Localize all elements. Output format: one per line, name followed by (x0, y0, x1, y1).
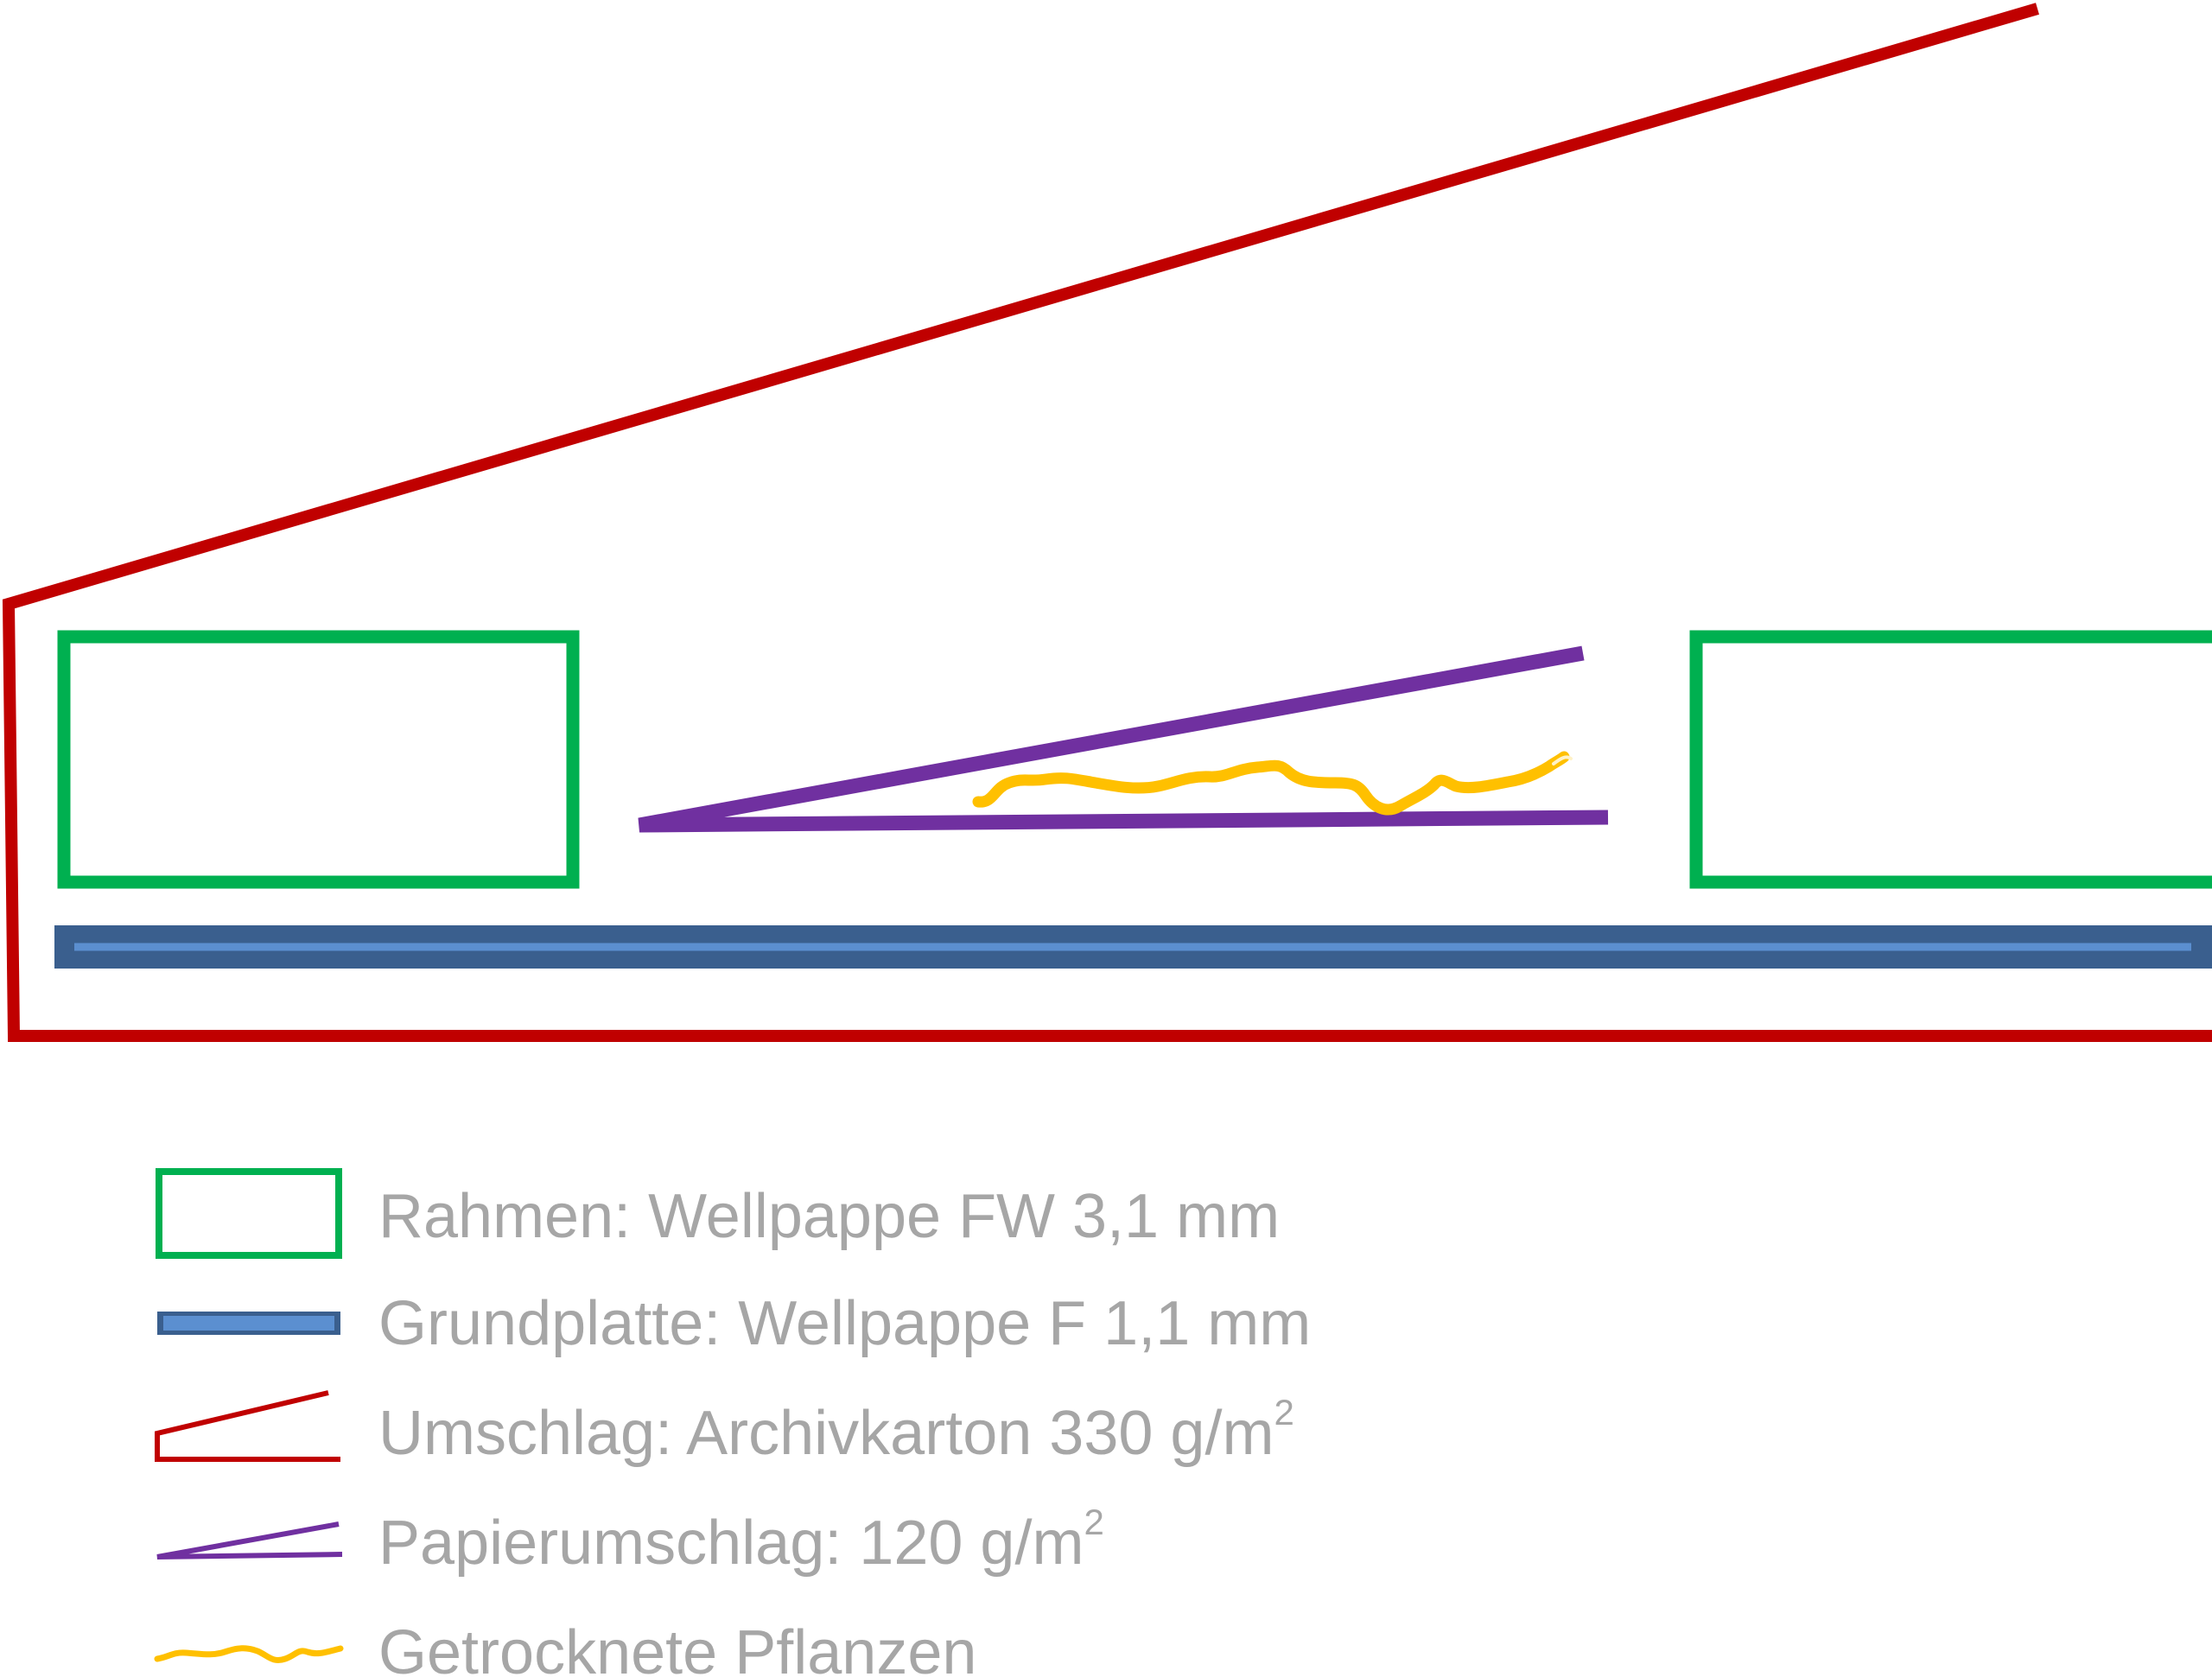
legend-item-paper-cover: Papierumschlag: 120 g/m2 (156, 1502, 1104, 1578)
cross-section (2, 3, 2212, 1042)
legend-item-frame: Rahmen: Wellpappe FW 3,1 mm (156, 1168, 1280, 1259)
legend: Rahmen: Wellpappe FW 3,1 mm Grundplatte:… (154, 1168, 1311, 1677)
legend-item-base: Grundplatte: Wellpappe F 1,1 mm (157, 1289, 1311, 1358)
paper-cover-outline (638, 645, 1609, 833)
frame-left (57, 630, 580, 889)
legend-label-cover: Umschlag: Archivkarton 330 g/m2 (378, 1392, 1294, 1468)
legend-item-plants: Getrocknete Pflanzen (154, 1618, 976, 1677)
dried-plants (972, 751, 1570, 816)
yellow-squiggle-icon (154, 1645, 344, 1663)
purple-wedge-icon (156, 1521, 343, 1559)
red-cover-icon (155, 1390, 340, 1462)
legend-label-paper-cover: Papierumschlag: 120 g/m2 (378, 1502, 1104, 1578)
green-rectangle-icon (156, 1168, 342, 1259)
cover-outline (2, 3, 2212, 1042)
legend-label-frame: Rahmen: Wellpappe FW 3,1 mm (378, 1182, 1280, 1251)
legend-label-base: Grundplatte: Wellpappe F 1,1 mm (378, 1289, 1311, 1358)
legend-label-plants: Getrocknete Pflanzen (378, 1618, 976, 1677)
dried-plants-tip (1552, 755, 1573, 765)
blue-bar-icon-inner (163, 1316, 334, 1331)
legend-item-cover: Umschlag: Archivkarton 330 g/m2 (155, 1390, 1294, 1468)
frame-right (1689, 630, 2212, 889)
